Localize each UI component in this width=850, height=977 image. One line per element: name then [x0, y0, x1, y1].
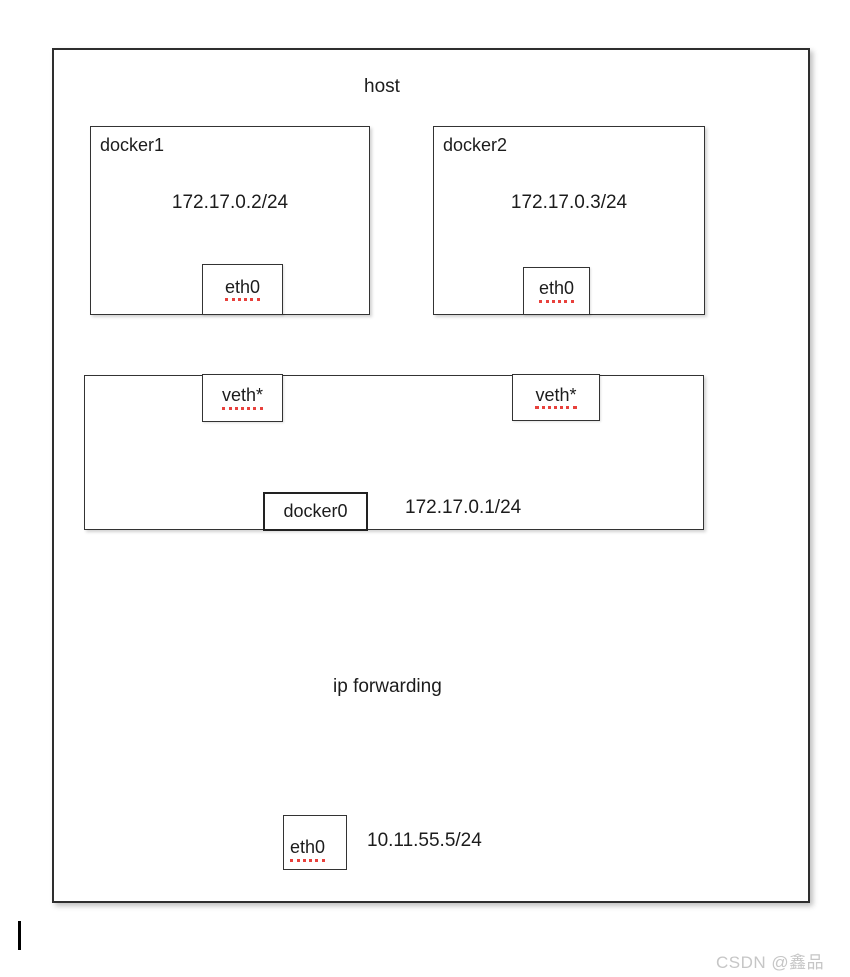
- docker2-ip: 172.17.0.3/24: [510, 192, 628, 213]
- bridge-box: [84, 375, 704, 530]
- docker1-eth0-label: eth0: [224, 277, 261, 302]
- host-eth0-label: eth0: [290, 838, 326, 862]
- docker2-label: docker2: [443, 135, 508, 155]
- bridge-ip: 172.17.0.1/24: [405, 497, 522, 518]
- veth-port-1: veth*: [202, 374, 283, 422]
- host-eth0-ip: 10.11.55.5/24: [367, 830, 482, 851]
- ip-forwarding-label: ip forwarding: [333, 676, 442, 697]
- docker1-ip: 172.17.0.2/24: [171, 192, 289, 213]
- docker2-eth0-label: eth0: [538, 279, 575, 303]
- host-label: host: [364, 76, 400, 97]
- docker0-label: docker0: [283, 501, 348, 521]
- veth2-label: veth*: [535, 385, 577, 410]
- text-caret: [18, 921, 21, 950]
- docker0-box: docker0: [263, 492, 368, 531]
- veth-port-2: veth*: [512, 374, 600, 421]
- watermark: CSDN @鑫品: [716, 953, 825, 972]
- docker1-label: docker1: [100, 135, 165, 155]
- docker2-eth0-port: eth0: [523, 267, 590, 315]
- veth1-label: veth*: [221, 386, 264, 410]
- docker1-eth0-port: eth0: [202, 264, 283, 315]
- host-eth0-box: eth0: [283, 815, 347, 870]
